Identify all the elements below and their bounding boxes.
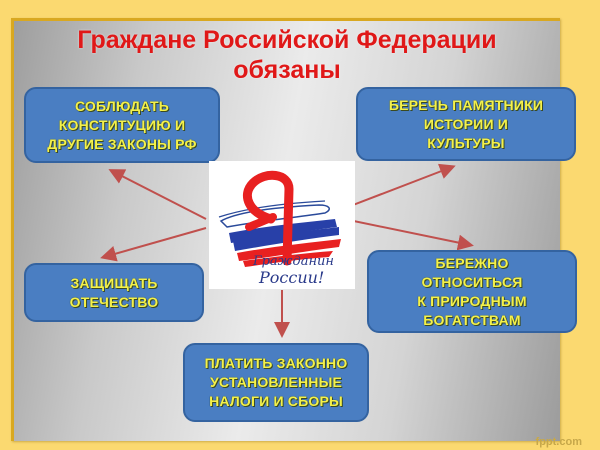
duty-text-line: НАЛОГИ И СБОРЫ <box>209 393 343 409</box>
title-line-2: обязаны <box>233 56 341 84</box>
duty-box-nature: БЕРЕЖНО ОТНОСИТЬСЯ К ПРИРОДНЫМ БОГАТСТВА… <box>367 250 577 333</box>
duty-text-line: БОГАТСТВАМ <box>423 311 521 328</box>
title-line-1: Граждане Российской Федерации <box>77 26 497 54</box>
logo-text-line2: России! <box>258 268 324 287</box>
duty-text-line: ОТНОСИТЬСЯ <box>421 273 523 290</box>
duty-text-line: СОБЛЮДАТЬ <box>74 97 170 114</box>
slide-title: Граждане Российской Федерации обязаны <box>14 25 560 85</box>
russian-flag-ya-icon: Гражданин России! <box>218 170 341 287</box>
duty-box-monuments: БЕРЕЧЬ ПАМЯТНИКИ ИСТОРИИ И КУЛЬТУРЫ <box>356 87 576 161</box>
logo-text-line1: Гражданин <box>252 254 334 269</box>
duty-box-defend: ЗАЩИЩАТЬ ОТЕЧЕСТВО <box>24 263 204 322</box>
duty-text-line: БЕРЕЖНО <box>435 254 509 271</box>
duty-text-line: К ПРИРОДНЫМ <box>417 292 527 309</box>
watermark: fppt.com <box>535 436 582 448</box>
citizen-logo: Гражданин России! <box>209 161 355 289</box>
duty-text-line: ИСТОРИИ И <box>423 115 509 132</box>
duty-text-line: УСТАНОВЛЕННЫЕ <box>209 374 343 390</box>
duty-box-taxes: ПЛАТИТЬ ЗАКОННО УСТАНОВЛЕННЫЕ НАЛОГИ И С… <box>183 343 369 422</box>
duty-text-line: КОНСТИТУЦИЮ И <box>58 116 186 133</box>
duty-text-line: ЗАЩИЩАТЬ <box>70 274 158 291</box>
duty-text-line: ДРУГИЕ ЗАКОНЫ РФ <box>47 135 197 152</box>
duty-box-constitution: СОБЛЮДАТЬ КОНСТИТУЦИЮ И ДРУГИЕ ЗАКОНЫ РФ <box>24 87 220 163</box>
duty-text-line: ПЛАТИТЬ ЗАКОННО <box>204 355 348 371</box>
duty-text-line: БЕРЕЧЬ ПАМЯТНИКИ <box>388 96 544 113</box>
duty-text-line: ОТЕЧЕСТВО <box>69 293 159 310</box>
duty-text-line: КУЛЬТУРЫ <box>427 134 505 151</box>
